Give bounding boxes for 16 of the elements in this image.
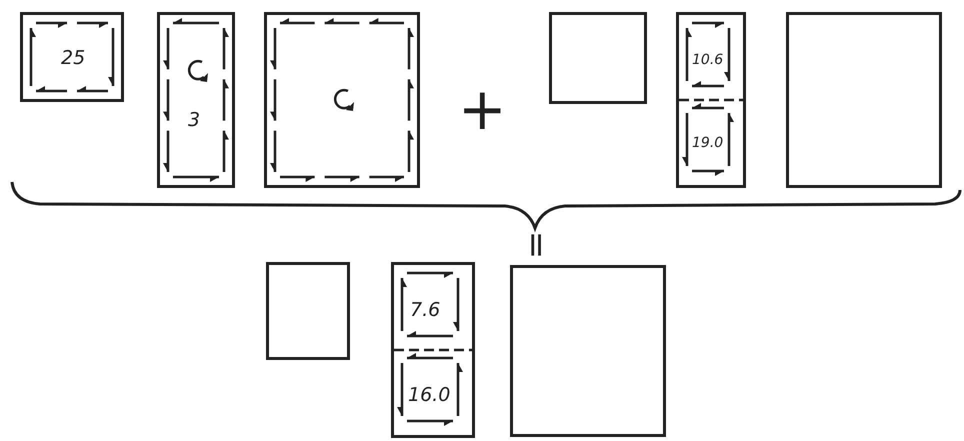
plus-sign: + (458, 80, 507, 138)
shear-flow-value: 16.0 (408, 386, 450, 405)
shear-flow-value: 3 (188, 111, 200, 130)
section-box (510, 265, 666, 437)
section-box (786, 12, 942, 188)
section-box (20, 12, 124, 102)
equals-sign: = (519, 230, 554, 260)
shear-flow-value: 25 (61, 49, 86, 68)
section-box (549, 12, 647, 104)
shear-flow-value: 7.6 (410, 301, 440, 320)
section-box (157, 12, 235, 188)
section-box (391, 262, 475, 438)
section-box (266, 262, 350, 360)
section-box (676, 12, 746, 188)
shear-flow-value: 10.6 (692, 53, 724, 67)
shear-flow-value: 19.0 (692, 136, 724, 150)
